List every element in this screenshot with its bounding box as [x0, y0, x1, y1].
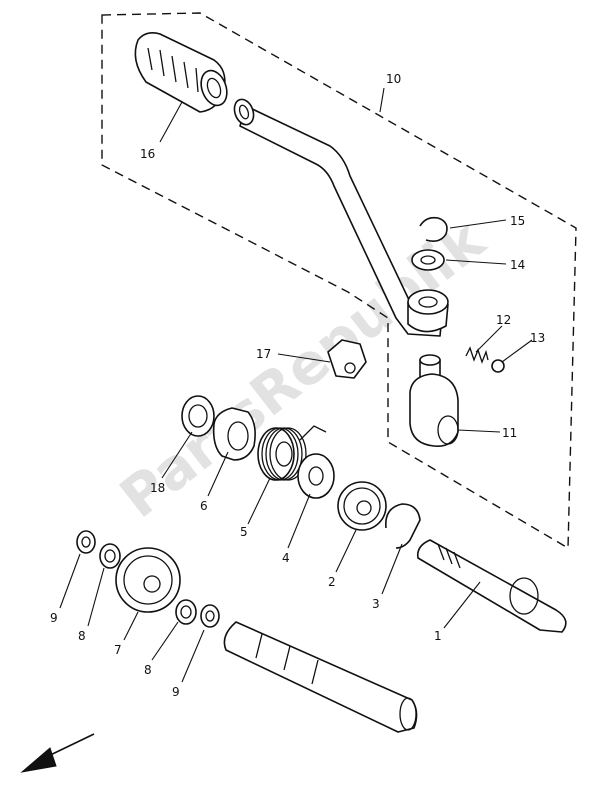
- callout-15: 15: [510, 214, 525, 228]
- callout-6: 6: [200, 499, 208, 513]
- part-15-circlip: [419, 216, 448, 242]
- part-14-washer: [411, 249, 445, 271]
- callout-14: 14: [510, 258, 525, 272]
- part-8a-washer: [99, 543, 121, 569]
- callout-18: 18: [150, 481, 165, 495]
- main-shaft: [223, 621, 418, 733]
- part-18-washer: [181, 395, 215, 437]
- part-5-torsion-spring: [257, 425, 327, 481]
- crank-boss: [407, 289, 449, 333]
- part-12-spring: [465, 346, 489, 364]
- callout-7: 7: [114, 643, 122, 657]
- callout-9a: 9: [50, 611, 58, 625]
- callout-12: 12: [496, 313, 511, 327]
- part-6-collar: [212, 407, 256, 461]
- part-13-ball: [491, 359, 505, 373]
- part-3-clip: [385, 503, 421, 549]
- callout-16: 16: [140, 147, 155, 161]
- callout-8b: 8: [144, 663, 152, 677]
- part-9a-circlip: [76, 530, 96, 554]
- callout-4: 4: [282, 551, 290, 565]
- part-2-kick-gear: [337, 481, 387, 531]
- part-11-kick-boss: [409, 354, 459, 448]
- assembly-boundary: [101, 12, 577, 550]
- part-17-nut: [327, 339, 367, 379]
- callout-10: 10: [386, 72, 401, 86]
- part-8b-washer: [175, 599, 197, 625]
- callout-labels: 10 15 14 16 12 13 17 11 18 6 5 4 2 3 1 9…: [50, 72, 545, 699]
- part-16-grip: [134, 32, 228, 113]
- callout-9b: 9: [172, 685, 180, 699]
- callout-8a: 8: [78, 629, 86, 643]
- callout-3: 3: [372, 597, 380, 611]
- part-10-kick-crank: [233, 98, 443, 337]
- part-4-washer: [297, 453, 335, 499]
- callout-1: 1: [434, 629, 442, 643]
- part-1-kick-axle: [416, 539, 567, 633]
- leader-lines: [59, 87, 533, 683]
- callout-17: 17: [256, 347, 271, 361]
- callout-11: 11: [502, 426, 517, 440]
- front-direction-arrow: [20, 733, 95, 773]
- part-9b-circlip: [200, 604, 220, 628]
- callout-13: 13: [530, 331, 545, 345]
- callout-2: 2: [328, 575, 336, 589]
- callout-5: 5: [240, 525, 248, 539]
- part-7-idle-gear: [115, 547, 181, 613]
